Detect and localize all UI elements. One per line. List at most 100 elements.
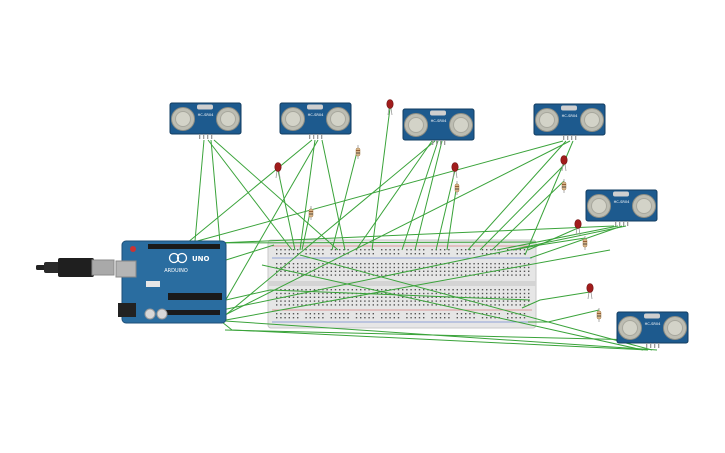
breadboard-hole[interactable]	[351, 266, 353, 269]
breadboard-hole[interactable]	[523, 270, 526, 272]
breadboard-hole[interactable]	[481, 296, 484, 298]
breadboard-hole[interactable]	[313, 266, 316, 269]
breadboard-hole[interactable]	[473, 289, 475, 291]
breadboard-hole[interactable]	[334, 313, 337, 315]
breadboard-hole[interactable]	[460, 249, 463, 251]
breadboard-hole[interactable]	[418, 274, 421, 276]
jumper-wire[interactable]	[435, 169, 456, 251]
breadboard-hole[interactable]	[494, 313, 496, 315]
breadboard-hole[interactable]	[465, 274, 467, 276]
breadboard-hole[interactable]	[435, 313, 437, 315]
breadboard-hole[interactable]	[486, 263, 488, 265]
breadboard-hole[interactable]	[410, 253, 412, 255]
breadboard-hole[interactable]	[448, 292, 450, 295]
breadboard-hole[interactable]	[427, 274, 429, 276]
breadboard-hole[interactable]	[343, 274, 345, 276]
breadboard-hole[interactable]	[406, 274, 408, 276]
breadboard-hole[interactable]	[393, 292, 395, 295]
breadboard-hole[interactable]	[326, 304, 328, 306]
jumper-wire[interactable]	[221, 140, 436, 319]
breadboard-hole[interactable]	[523, 304, 526, 306]
breadboard-hole[interactable]	[397, 263, 400, 265]
sensor-pin[interactable]	[317, 134, 319, 139]
breadboard-hole[interactable]	[410, 266, 412, 269]
breadboard-hole[interactable]	[490, 263, 492, 265]
breadboard-hole[interactable]	[486, 317, 488, 319]
breadboard-hole[interactable]	[473, 317, 475, 319]
breadboard-hole[interactable]	[334, 249, 337, 251]
breadboard-hole[interactable]	[507, 274, 509, 276]
breadboard-hole[interactable]	[423, 296, 425, 298]
breadboard-hole[interactable]	[435, 300, 437, 302]
breadboard-hole[interactable]	[494, 300, 496, 302]
breadboard-hole[interactable]	[284, 253, 286, 255]
breadboard-hole[interactable]	[507, 263, 509, 265]
breadboard-hole[interactable]	[360, 300, 362, 302]
breadboard-hole[interactable]	[355, 296, 358, 298]
breadboard-hole[interactable]	[490, 300, 492, 302]
breadboard-hole[interactable]	[330, 289, 332, 291]
breadboard-hole[interactable]	[347, 253, 349, 255]
breadboard-hole[interactable]	[511, 304, 513, 306]
breadboard-hole[interactable]	[339, 266, 341, 269]
breadboard-hole[interactable]	[276, 270, 278, 272]
breadboard-hole[interactable]	[511, 270, 513, 272]
breadboard-hole[interactable]	[343, 289, 345, 291]
jumper-wire[interactable]	[277, 169, 296, 251]
red-led[interactable]	[574, 219, 582, 236]
breadboard-hole[interactable]	[406, 253, 408, 255]
breadboard-hole[interactable]	[523, 300, 526, 302]
breadboard-hole[interactable]	[309, 274, 311, 276]
breadboard-hole[interactable]	[397, 249, 400, 251]
breadboard-hole[interactable]	[397, 274, 400, 276]
breadboard-hole[interactable]	[368, 300, 370, 302]
breadboard-hole[interactable]	[381, 300, 383, 302]
breadboard-hole[interactable]	[465, 253, 467, 255]
breadboard-hole[interactable]	[368, 296, 370, 298]
breadboard-hole[interactable]	[469, 292, 471, 295]
breadboard-hole[interactable]	[519, 317, 521, 319]
breadboard-hole[interactable]	[515, 253, 517, 255]
breadboard-hole[interactable]	[473, 253, 475, 255]
breadboard-hole[interactable]	[389, 304, 391, 306]
breadboard-hole[interactable]	[477, 274, 479, 276]
breadboard-hole[interactable]	[460, 253, 463, 255]
breadboard-hole[interactable]	[313, 274, 316, 276]
breadboard-hole[interactable]	[456, 253, 458, 255]
breadboard-hole[interactable]	[410, 296, 412, 298]
breadboard-hole[interactable]	[368, 249, 370, 251]
breadboard-hole[interactable]	[498, 274, 500, 276]
sensor-pin[interactable]	[646, 343, 648, 348]
breadboard-hole[interactable]	[385, 266, 387, 269]
breadboard-hole[interactable]	[523, 289, 526, 291]
breadboard-hole[interactable]	[343, 317, 345, 319]
breadboard-hole[interactable]	[393, 317, 395, 319]
jumper-wire[interactable]	[186, 139, 313, 244]
breadboard-hole[interactable]	[469, 270, 471, 272]
breadboard-hole[interactable]	[519, 300, 521, 302]
breadboard-hole[interactable]	[339, 296, 341, 298]
breadboard[interactable]	[267, 239, 537, 329]
breadboard-hole[interactable]	[511, 300, 513, 302]
breadboard-hole[interactable]	[322, 296, 324, 298]
sensor-pin[interactable]	[563, 135, 565, 140]
breadboard-holes[interactable]	[276, 249, 530, 319]
breadboard-hole[interactable]	[490, 313, 492, 315]
breadboard-hole[interactable]	[322, 292, 324, 295]
breadboard-hole[interactable]	[292, 300, 295, 302]
breadboard-hole[interactable]	[339, 292, 341, 295]
breadboard-hole[interactable]	[326, 289, 328, 291]
breadboard-hole[interactable]	[305, 289, 307, 291]
breadboard-hole[interactable]	[477, 300, 479, 302]
breadboard-hole[interactable]	[444, 313, 446, 315]
breadboard-hole[interactable]	[343, 263, 345, 265]
breadboard-hole[interactable]	[393, 296, 395, 298]
breadboard-hole[interactable]	[519, 289, 521, 291]
breadboard-hole[interactable]	[360, 317, 362, 319]
breadboard-hole[interactable]	[393, 253, 395, 255]
breadboard-hole[interactable]	[393, 266, 395, 269]
breadboard-hole[interactable]	[498, 289, 500, 291]
ultrasonic-sensor[interactable]: HC-SR04	[402, 108, 475, 145]
breadboard-hole[interactable]	[368, 263, 370, 265]
